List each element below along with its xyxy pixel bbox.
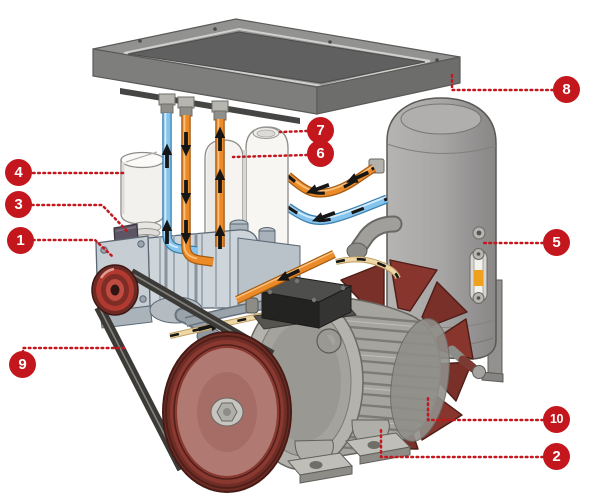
cooler-panel: [92, 18, 461, 124]
callout-label: 4: [14, 164, 23, 181]
leader-line-6: [231, 153, 309, 159]
return-line-right: [335, 256, 401, 280]
callout-label: 8: [562, 81, 571, 98]
hot-pipe-to-tank: [285, 164, 377, 199]
callout-label: 7: [316, 122, 325, 139]
tank-drain-valve: [447, 345, 486, 379]
callout-badge-7: 7: [307, 117, 334, 144]
terminal-box: [245, 276, 357, 330]
callout-badge-6: 6: [307, 140, 334, 167]
callout-label: 3: [14, 196, 23, 213]
leader-line-7: [278, 129, 309, 134]
sight-glass: [469, 248, 488, 304]
callout-badge-8: 8: [553, 76, 580, 103]
airend-pulley: [91, 264, 139, 316]
callout-label: 1: [16, 232, 25, 249]
cool-pipe-vertical: [161, 113, 198, 256]
callout-badge-3: 3: [5, 191, 32, 218]
callout-label: 2: [552, 448, 561, 465]
leader-line-2: [379, 428, 545, 459]
motor-pulley: [162, 331, 292, 493]
hot-pipe-vertical-2: [214, 119, 226, 249]
leader-line-1: [31, 238, 114, 258]
hot-pipe-vertical-1: [180, 115, 214, 267]
callout-label: 9: [18, 356, 27, 373]
callout-badge-4: 4: [5, 159, 32, 186]
callout-label: 5: [552, 234, 561, 251]
callout-label: 6: [316, 145, 325, 162]
callout-badge-2: 2: [543, 443, 570, 470]
discharge-pipe-front: [235, 250, 336, 304]
leader-line-9: [21, 346, 126, 353]
motor-feet: [287, 419, 412, 484]
callout-badge-9: 9: [9, 351, 36, 378]
leader-line-3: [30, 203, 130, 234]
cool-pipe-to-tank: [285, 194, 389, 227]
leader-line-10: [426, 394, 545, 422]
callout-label: 10: [550, 412, 563, 427]
callout-badge-1: 1: [7, 227, 34, 254]
callout-badge-10: 10: [543, 406, 570, 433]
callout-badge-5: 5: [543, 229, 570, 256]
callout-leader-lines: [21, 71, 555, 459]
leader-line-8: [450, 71, 555, 92]
cooler-pipe-fittings: [158, 93, 229, 121]
